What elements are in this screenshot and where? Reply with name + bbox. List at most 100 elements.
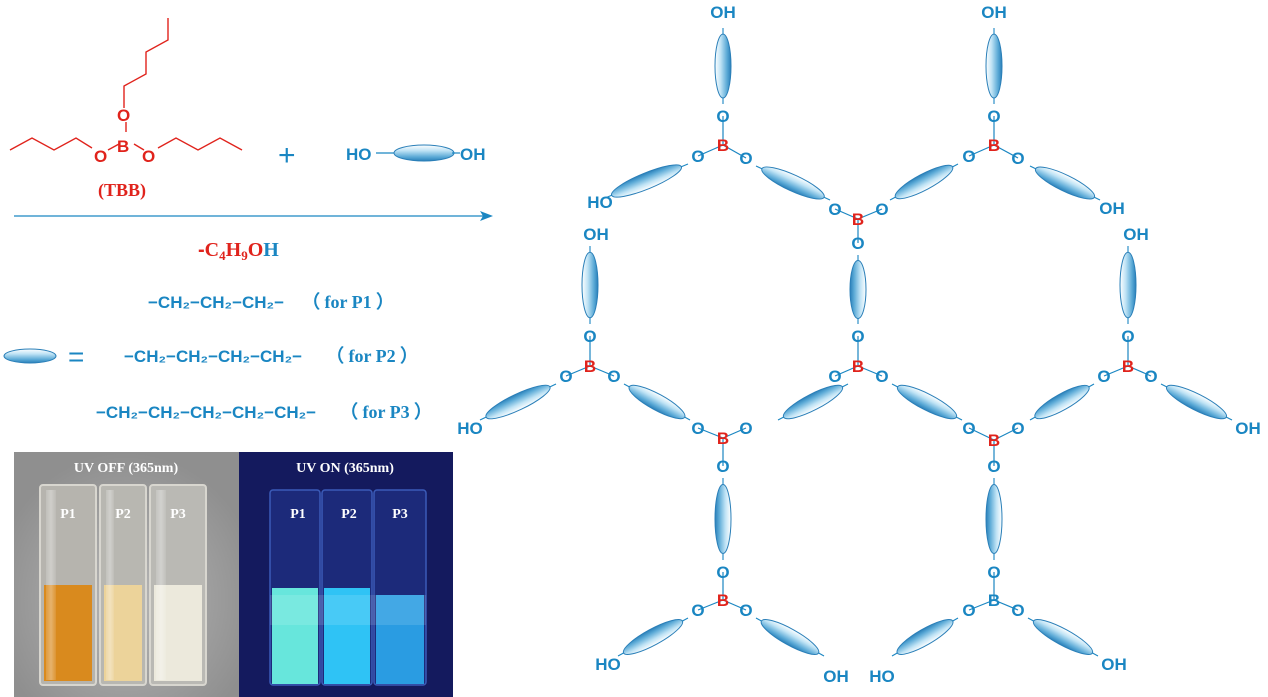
diol-hydroxyl-left: HO (346, 145, 372, 164)
hydroxyl-group: OH (981, 3, 1007, 22)
boron-oxygen-bond (722, 599, 747, 611)
linker-chain-p2: −CH₂−CH₂−CH₂−CH₂− (124, 347, 302, 366)
linker-oval (622, 619, 684, 655)
tbb-oxygen-left: O (94, 147, 107, 166)
uv-off-title: UV OFF (365nm) (74, 461, 179, 476)
boron-oxygen-bond (993, 427, 1019, 441)
linker-oval (896, 619, 954, 655)
boron-oxygen-bond (857, 208, 883, 220)
oxygen-atom: O (1011, 419, 1024, 438)
boron-oxygen-bond (697, 144, 724, 157)
boron-oxygen-bond (1103, 365, 1129, 377)
boron-atom: B (717, 429, 729, 448)
hydroxyl-group: OH (710, 3, 736, 22)
linker-oval (581, 251, 599, 319)
linker-oval (485, 384, 551, 420)
boron-oxygen-bond (968, 427, 995, 441)
oxygen-atom: O (962, 601, 975, 620)
oxygen-atom: O (1097, 367, 1110, 386)
linker-oval (761, 166, 825, 200)
linker-legend: = −CH₂−CH₂−CH₂− （ for P1 ） −CH₂−CH₂−CH₂−… (3, 292, 432, 422)
uv-on-photo: UV ON (365nm) P1 P2 P3 (239, 452, 453, 697)
tbb-oxygen-top: O (117, 106, 130, 125)
boron-atom: B (1122, 357, 1134, 376)
oxygen-atom: O (828, 367, 841, 386)
oxygen-atom: O (851, 327, 864, 346)
oxygen-atom: O (875, 200, 888, 219)
boron-oxygen-bond (993, 599, 1019, 611)
tbb-bonds (9, 18, 243, 151)
boron-oxygen-bond (834, 208, 859, 220)
linker-chain-p3: −CH₂−CH₂−CH₂−CH₂−CH₂− (96, 403, 316, 422)
uv-on-sample-p2: P2 (341, 507, 357, 522)
linker-oval (1034, 166, 1096, 200)
hydroxyl-group: HO (595, 655, 621, 674)
boron-atom: B (852, 210, 864, 229)
boron-atom: B (717, 591, 729, 610)
hydroxyl-group: OH (1099, 199, 1125, 218)
linker-oval (714, 33, 732, 99)
oxygen-atom: O (1144, 367, 1157, 386)
oxygen-atom: O (1011, 149, 1024, 168)
linker-oval (760, 619, 820, 655)
boron-oxygen-bond (565, 365, 591, 377)
tbb-oxygen-right: O (142, 147, 155, 166)
tbb-molecule: B O O O (TBB) (9, 18, 243, 201)
linker-label-p3: （ for P3 ） (340, 402, 432, 422)
boron-oxygen-bond (722, 427, 747, 439)
linker-oval (1034, 384, 1090, 420)
hydroxyl-group: OH (1123, 225, 1149, 244)
uv-on-sample-p3: P3 (392, 507, 408, 522)
linker-oval (628, 384, 686, 420)
oxygen-atom: O (962, 419, 975, 438)
boron-oxygen-bond (589, 365, 615, 377)
hydroxyl-group: HO (587, 193, 613, 212)
linker-label-p1: （ for P1 ） (302, 292, 394, 312)
boron-oxygen-bond (968, 599, 995, 611)
boron-oxygen-bond (697, 427, 724, 439)
boron-atom: B (584, 357, 596, 376)
diol-hydroxyl-right: OH (460, 145, 486, 164)
hydroxyl-group: HO (457, 419, 483, 438)
oxygen-atom: O (716, 457, 729, 476)
oxygen-atom: O (1121, 327, 1134, 346)
oxygen-atom: O (559, 367, 572, 386)
diol-reagent: HO OH (346, 144, 486, 164)
boron-oxygen-bond (697, 599, 724, 611)
legend-linker-oval (3, 348, 57, 364)
uv-off-sample-p1: P1 (60, 507, 76, 522)
linker-oval (1032, 619, 1094, 655)
boron-oxygen-bond (857, 365, 883, 377)
oxygen-atom: O (962, 147, 975, 166)
linker-oval (782, 384, 844, 420)
hydroxyl-group: OH (1101, 655, 1127, 674)
boron-oxygen-bond (722, 144, 747, 159)
linker-oval (985, 484, 1003, 554)
oxygen-atom: O (583, 327, 596, 346)
hydroxyl-group: OH (583, 225, 609, 244)
oxygen-atom: O (716, 563, 729, 582)
linker-oval (849, 260, 867, 319)
boron-oxygen-bond (1127, 365, 1152, 377)
byproduct-formula: -C4H9OH (198, 239, 279, 263)
oxygen-atom: O (739, 419, 752, 438)
uv-off-cuvettes (39, 484, 207, 686)
reaction-arrow (14, 211, 493, 221)
linker-oval (985, 33, 1003, 99)
diol-linker-oval (393, 144, 455, 162)
linker-oval (1119, 251, 1137, 319)
oxygen-atom: O (987, 563, 1000, 582)
oxygen-atom: O (851, 234, 864, 253)
boron-atom: B (988, 431, 1000, 450)
uv-on-cuvettes (269, 489, 427, 686)
oxygen-atom: O (987, 457, 1000, 476)
linker-oval (714, 484, 732, 554)
tbb-label: (TBB) (98, 180, 146, 201)
plus-sign: + (278, 139, 296, 172)
boron-atom: B (988, 591, 1000, 610)
hydroxyl-group: OH (1235, 419, 1261, 438)
boron-oxygen-bond (968, 144, 995, 157)
boron-oxygen-bond (834, 365, 859, 377)
